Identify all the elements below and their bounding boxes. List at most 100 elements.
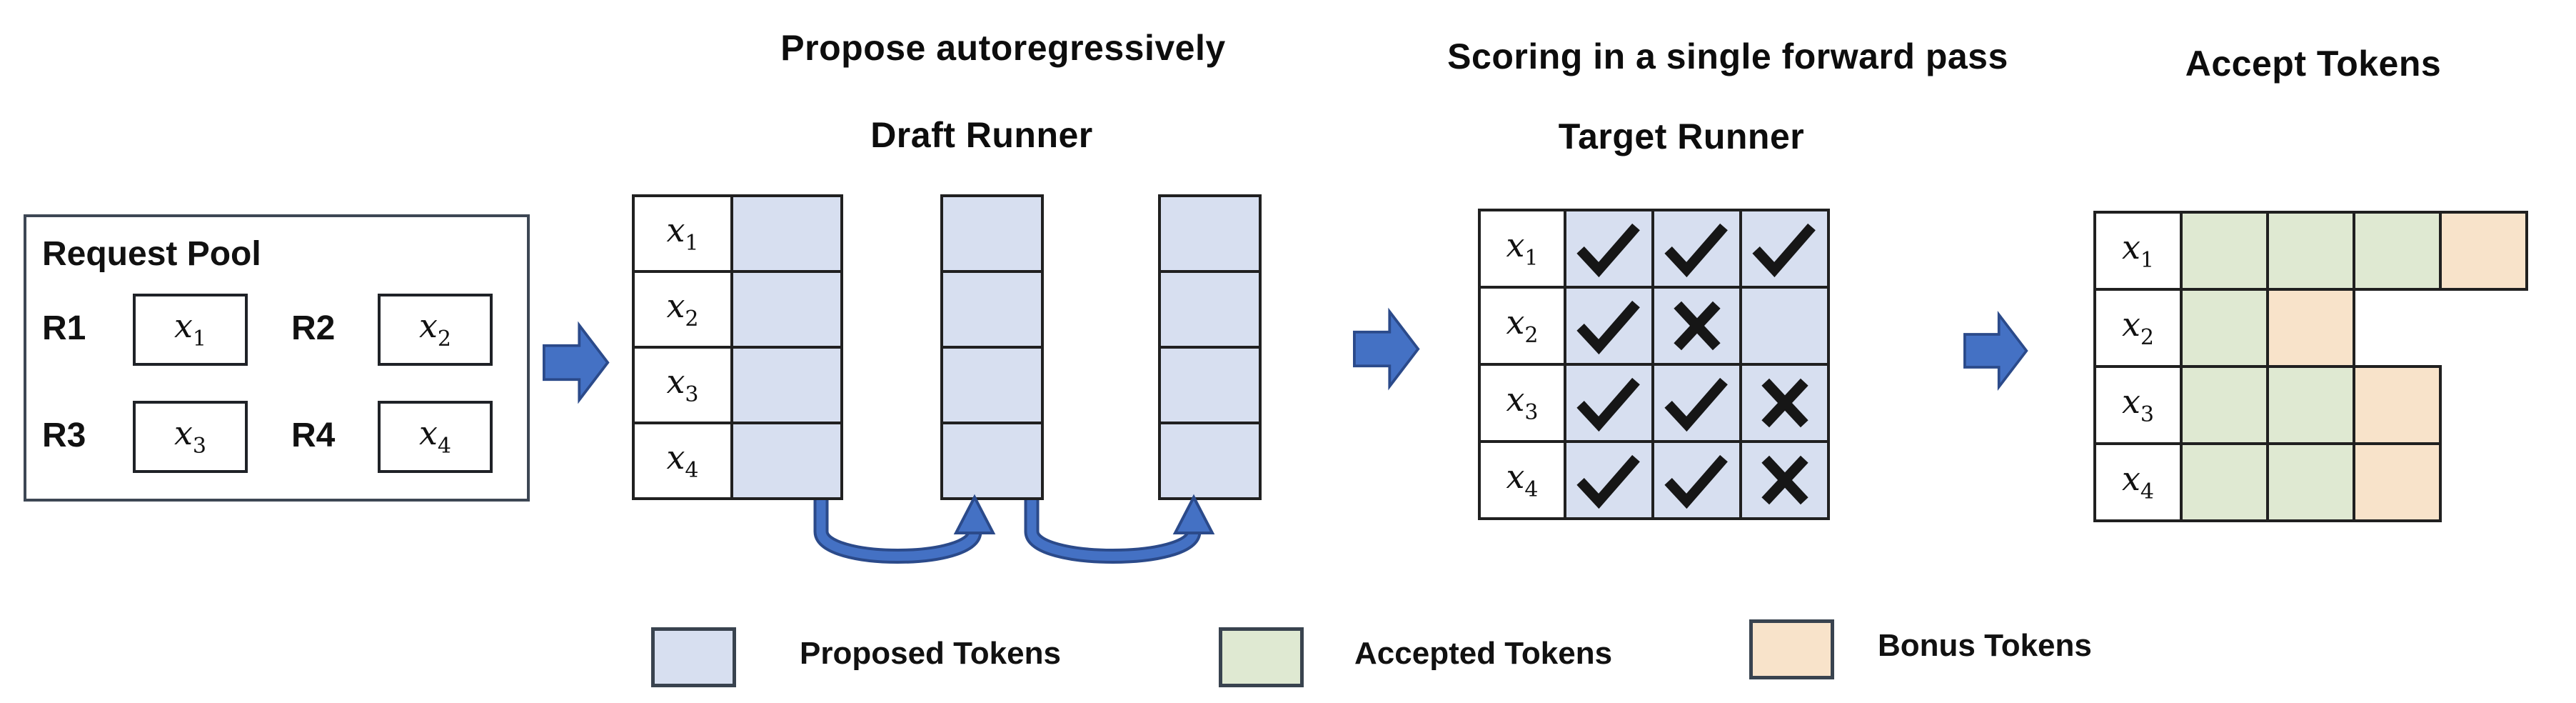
- proposed-token-cell: [940, 346, 1044, 424]
- scored-token-cell: [1651, 286, 1742, 366]
- scored-token-cell: [1651, 209, 1742, 289]
- draft-row-label-cell: x2: [632, 270, 733, 349]
- token-label: x4: [418, 414, 452, 459]
- token-label: x3: [666, 362, 699, 407]
- accepted-legend-swatch: [1219, 627, 1304, 687]
- accepted-token-cell: [2180, 288, 2269, 368]
- proposed-token-cell: [1158, 346, 1262, 424]
- proposed-token-cell: [730, 346, 843, 424]
- proposed-token-cell: [1158, 422, 1262, 500]
- bonus-token-cell: [2439, 211, 2528, 291]
- flow-arrow-icon: [1963, 310, 2028, 392]
- proposed-token-cell: [730, 194, 843, 273]
- draft-row-label-cell: x1: [632, 194, 733, 273]
- token-label: x3: [1506, 379, 1539, 425]
- check-icon: [1576, 454, 1640, 509]
- token-label: x2: [1506, 302, 1539, 348]
- request-pool-title: Request Pool: [42, 235, 261, 273]
- bonus-token-cell: [2353, 442, 2442, 522]
- scored-token-cell: [1739, 286, 1830, 366]
- accepted-token-cell: [2266, 365, 2355, 445]
- request-token-box: x2: [378, 294, 493, 366]
- proposed-token-cell: [730, 422, 843, 500]
- scored-token-cell: [1651, 440, 1742, 520]
- target-row-label-cell: x3: [1478, 363, 1566, 443]
- token-label: x1: [1506, 225, 1539, 271]
- scored-token-cell: [1739, 209, 1830, 289]
- check-icon: [1664, 377, 1728, 432]
- request-id-label: R3: [42, 417, 86, 454]
- token-label: x4: [1506, 457, 1539, 502]
- accepted-token-cell: [2353, 211, 2442, 291]
- flow-arrow-icon: [1353, 307, 1420, 391]
- target-runner-subheading: Target Runner: [1558, 116, 1805, 156]
- target-runner-heading: Scoring in a single forward pass: [1447, 36, 2008, 76]
- accept-row-label-cell: x4: [2093, 442, 2183, 522]
- token-label: x3: [2121, 382, 2155, 427]
- request-id-label: R4: [291, 417, 336, 454]
- cross-icon: [1761, 455, 1808, 505]
- accepted-token-cell: [2266, 442, 2355, 522]
- scored-token-cell: [1651, 363, 1742, 443]
- proposed-legend-swatch: [651, 627, 736, 687]
- scored-token-cell: [1564, 286, 1654, 366]
- accept-row-label-cell: x3: [2093, 365, 2183, 445]
- draft-runner-subheading: Draft Runner: [870, 115, 1093, 155]
- token-label: x1: [666, 210, 699, 256]
- request-id-label: R1: [42, 309, 86, 347]
- check-icon: [1664, 454, 1728, 509]
- cross-icon: [1761, 378, 1808, 428]
- loop-arrow-icon: [813, 494, 996, 564]
- loop-arrow-icon: [1024, 494, 1215, 564]
- check-icon: [1752, 223, 1816, 278]
- scored-token-cell: [1564, 363, 1654, 443]
- check-icon: [1576, 300, 1640, 355]
- check-icon: [1664, 223, 1728, 278]
- accept-tokens-heading: Accept Tokens: [2185, 44, 2442, 84]
- bonus-token-cell: [2353, 365, 2442, 445]
- scored-token-cell: [1739, 440, 1830, 520]
- proposed-token-cell: [940, 270, 1044, 349]
- autoregressive-loop-arrows: [813, 494, 1215, 564]
- token-label: x2: [418, 306, 452, 352]
- request-token-box: x4: [378, 401, 493, 473]
- scored-token-cell: [1564, 440, 1654, 520]
- scored-token-cell: [1564, 209, 1654, 289]
- accepted-token-cell: [2180, 442, 2269, 522]
- bonus-token-cell: [2266, 288, 2355, 368]
- proposed-token-cell: [940, 422, 1044, 500]
- request-id-label: R2: [291, 309, 336, 347]
- flow-arrow-icon: [543, 321, 610, 404]
- proposed-token-cell: [1158, 270, 1262, 349]
- accepted-token-cell: [2180, 211, 2269, 291]
- proposed-token-cell: [940, 194, 1044, 273]
- draft-runner-heading: Propose autoregressively: [780, 28, 1226, 68]
- check-icon: [1576, 223, 1640, 278]
- target-row-label-cell: x1: [1478, 209, 1566, 289]
- proposed-token-cell: [1158, 194, 1262, 273]
- request-token-box: x3: [133, 401, 248, 473]
- scored-token-cell: [1739, 363, 1830, 443]
- bonus-legend-swatch: [1749, 619, 1834, 679]
- draft-row-label-cell: x4: [632, 422, 733, 500]
- proposed-legend-label: Proposed Tokens: [800, 636, 1061, 671]
- token-label: x4: [2121, 459, 2155, 504]
- bonus-legend-label: Bonus Tokens: [1878, 628, 2092, 663]
- accepted-token-cell: [2180, 365, 2269, 445]
- target-row-label-cell: x2: [1478, 286, 1566, 366]
- target-row-label-cell: x4: [1478, 440, 1566, 520]
- token-label: x3: [173, 414, 207, 459]
- token-label: x2: [2121, 304, 2155, 350]
- proposed-token-cell: [730, 270, 843, 349]
- accepted-legend-label: Accepted Tokens: [1354, 636, 1613, 671]
- accept-row-label-cell: x2: [2093, 288, 2183, 368]
- accepted-token-cell: [2266, 211, 2355, 291]
- token-label: x2: [666, 286, 699, 331]
- token-label: x4: [666, 437, 699, 483]
- accept-row-label-cell: x1: [2093, 211, 2183, 291]
- token-label: x1: [2121, 227, 2155, 273]
- check-icon: [1576, 377, 1640, 432]
- cross-icon: [1673, 301, 1721, 351]
